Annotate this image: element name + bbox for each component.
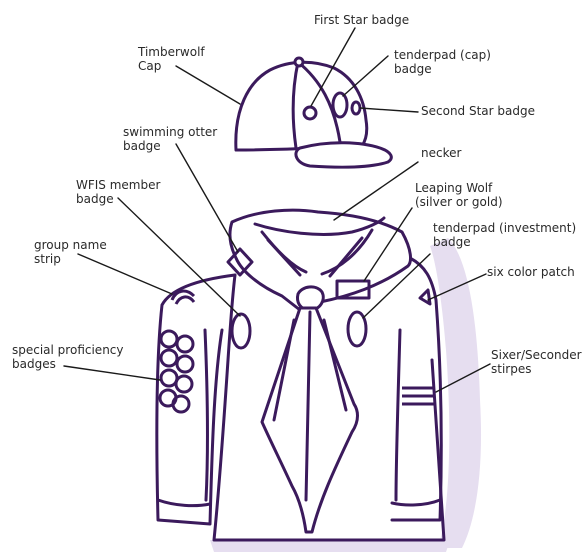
right-cuff <box>392 500 440 505</box>
label-leaping-wolf-line1: Leaping Wolf <box>415 181 492 195</box>
proficiency-badge <box>161 331 177 347</box>
label-tenderpad-investment-line2: badge <box>433 235 471 249</box>
left-cuff <box>158 500 210 506</box>
necker <box>230 210 411 532</box>
left-sleeve <box>157 275 235 524</box>
label-swimming-otter-line2: badge <box>123 139 161 153</box>
label-wfis-line1: WFIS member <box>76 178 160 192</box>
label-group-name-line2: strip <box>34 252 61 266</box>
cap-brim <box>296 143 391 167</box>
proficiency-badge <box>161 350 177 366</box>
label-first-star: First Star badge <box>314 13 409 27</box>
label-tenderpad-cap-line1: tenderpad (cap) <box>394 48 491 62</box>
first-star-badge <box>304 107 316 119</box>
leader-second-star <box>360 108 418 112</box>
label-tenderpad-investment-line1: tenderpad (investment) <box>433 221 576 235</box>
label-timberwolf-cap-line1: Timberwolf <box>138 45 205 59</box>
six-color-patch <box>420 290 430 304</box>
label-leaping-wolf-line2: (silver or gold) <box>415 195 503 209</box>
label-sixer-line1: Sixer/Seconder <box>491 348 582 362</box>
second-star-badge <box>352 102 360 114</box>
label-special-proficiency-line1: special proficiency <box>12 343 124 357</box>
wfis-badge <box>232 314 250 348</box>
proficiency-badge <box>177 356 193 372</box>
label-necker: necker <box>421 146 461 160</box>
leader-special-proficiency <box>64 366 160 380</box>
label-sixer-line2: stirpes <box>491 362 531 376</box>
label-six-color-patch: six color patch <box>487 265 575 279</box>
label-swimming-otter-line1: swimming otter <box>123 125 217 139</box>
label-timberwolf-cap-line2: Cap <box>138 59 161 73</box>
label-tenderpad-cap-line2: badge <box>394 62 432 76</box>
leader-swimming-otter <box>176 144 238 252</box>
label-second-star: Second Star badge <box>421 104 535 118</box>
label-wfis-line2: badge <box>76 192 114 206</box>
label-group-name-line1: group name <box>34 238 107 252</box>
leader-tenderpad-cap <box>343 56 388 96</box>
label-special-proficiency-line2: badges <box>12 357 56 371</box>
proficiency-badge <box>177 336 193 352</box>
proficiency-badge <box>176 376 192 392</box>
leader-timberwolf-cap <box>176 66 240 104</box>
leader-group-name <box>78 254 172 294</box>
proficiency-badge <box>173 396 189 412</box>
leader-necker <box>334 162 418 220</box>
tenderpad-cap-badge <box>333 93 347 117</box>
